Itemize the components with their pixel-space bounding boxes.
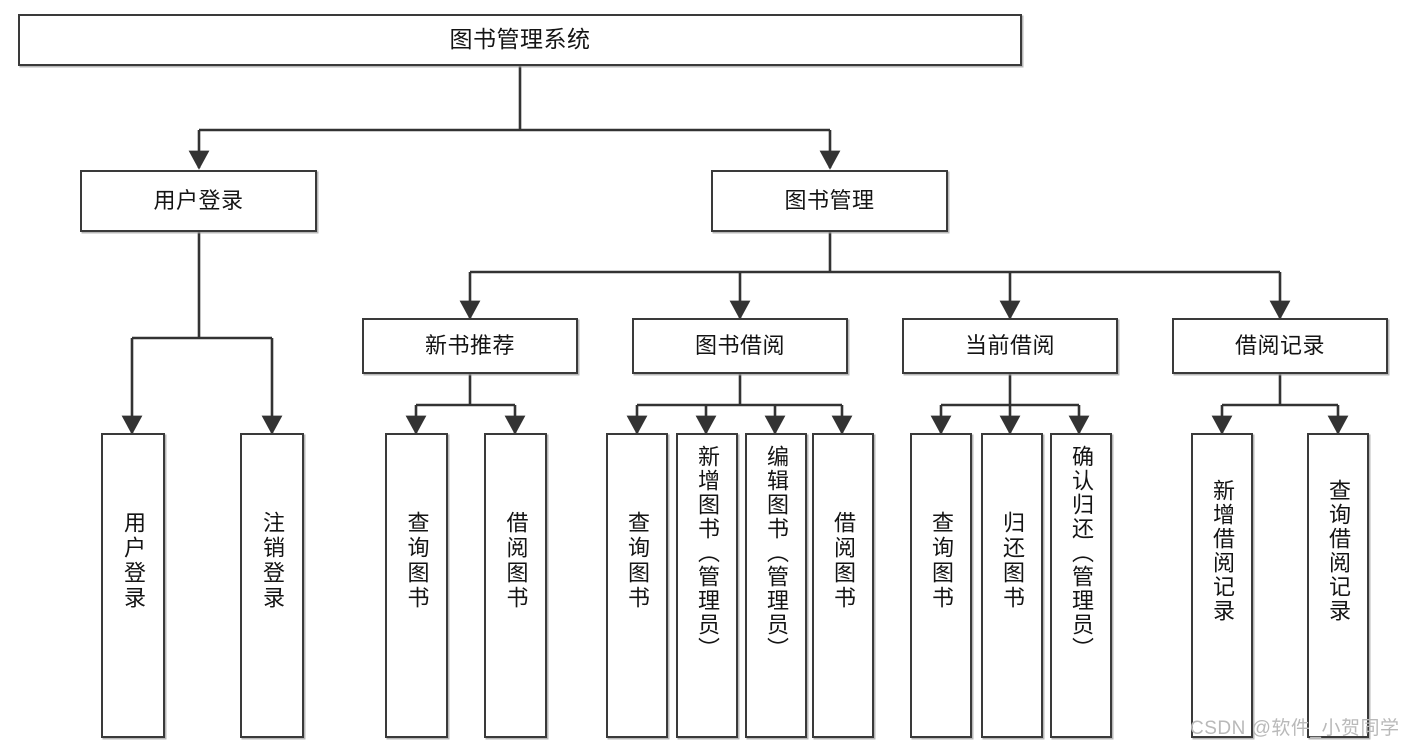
node-label: 新增借阅记录	[1210, 479, 1235, 623]
node-root-book-management-system[interactable]: 图书管理系统	[18, 14, 1022, 66]
node-book-manage[interactable]: 图书管理	[711, 170, 948, 232]
node-label: 借阅图书	[503, 511, 529, 611]
node-label: 查询图书	[929, 511, 954, 611]
leaf-node-borrow-edit-book-admin[interactable]: 编辑图书（管理员）	[745, 433, 807, 738]
node-label: 图书管理	[784, 188, 875, 214]
node-label: 归还图书	[1000, 511, 1025, 611]
leaf-node-borrow-borrow-book[interactable]: 借阅图书	[812, 433, 874, 738]
csdn-watermark: CSDN @软件_小贺同学	[1190, 718, 1400, 739]
leaf-node-user-logout[interactable]: 注销登录	[240, 433, 304, 738]
node-label: 用户登录	[121, 511, 146, 611]
leaf-node-current-return-book[interactable]: 归还图书	[981, 433, 1043, 738]
node-label: 图书借阅	[694, 333, 785, 359]
node-current-borrow[interactable]: 当前借阅	[902, 318, 1118, 374]
node-label: 查询图书	[404, 511, 430, 611]
node-label: 编辑图书（管理员）	[764, 445, 789, 661]
node-label: 当前借阅	[964, 333, 1055, 359]
node-label: 图书管理系统	[449, 26, 591, 53]
node-label: 新书推荐	[424, 333, 515, 359]
node-label: 查询图书	[625, 511, 650, 611]
node-label: 新增图书（管理员）	[695, 445, 720, 661]
node-label: 注销登录	[260, 511, 285, 611]
node-label: 用户登录	[153, 188, 244, 214]
leaf-node-current-query-book[interactable]: 查询图书	[910, 433, 972, 738]
node-label: 借阅图书	[831, 511, 856, 611]
leaf-node-borrow-query-book[interactable]: 查询图书	[606, 433, 668, 738]
leaf-node-record-query-borrow-record[interactable]: 查询借阅记录	[1307, 433, 1369, 738]
node-book-borrow[interactable]: 图书借阅	[632, 318, 848, 374]
node-label: 查询借阅记录	[1326, 479, 1351, 623]
node-user-login[interactable]: 用户登录	[80, 170, 317, 232]
node-label: 借阅记录	[1234, 333, 1325, 359]
node-label: 确认归还（管理员）	[1069, 445, 1094, 661]
leaf-node-user-login[interactable]: 用户登录	[101, 433, 165, 738]
node-new-book-recommend[interactable]: 新书推荐	[362, 318, 578, 374]
leaf-node-borrow-add-book-admin[interactable]: 新增图书（管理员）	[676, 433, 738, 738]
leaf-node-recommend-query-book[interactable]: 查询图书	[385, 433, 448, 738]
leaf-node-recommend-borrow-book[interactable]: 借阅图书	[484, 433, 547, 738]
leaf-node-current-confirm-return-admin[interactable]: 确认归还（管理员）	[1050, 433, 1112, 738]
leaf-node-record-add-borrow-record[interactable]: 新增借阅记录	[1191, 433, 1253, 738]
node-borrow-record[interactable]: 借阅记录	[1172, 318, 1388, 374]
